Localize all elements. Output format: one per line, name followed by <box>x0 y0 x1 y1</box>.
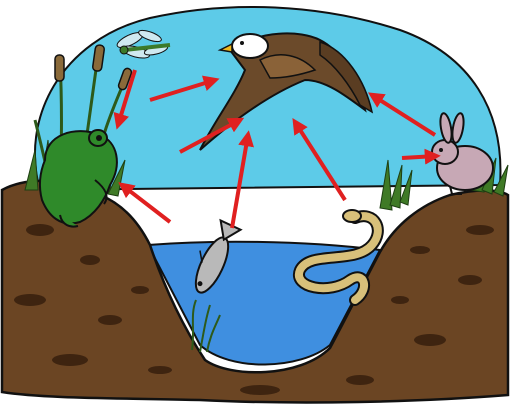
snake-icon <box>299 210 378 300</box>
arrow-rabbit-to-snake <box>402 156 436 158</box>
